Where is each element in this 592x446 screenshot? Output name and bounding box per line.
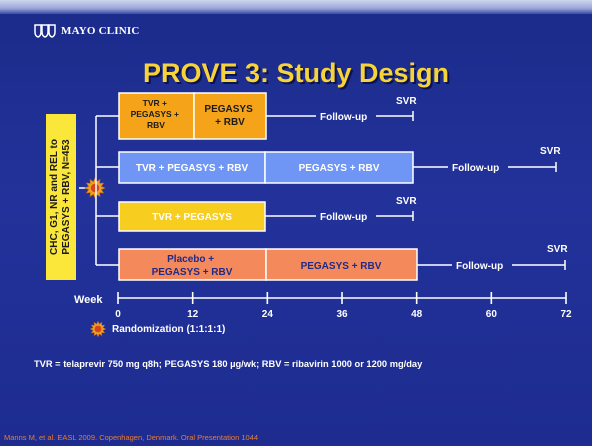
week-tick-label-0: 0: [115, 309, 121, 320]
week-axis-ticks: 0 12 24 36 48 60 72: [115, 292, 572, 320]
slide-title: PROVE 3: Study Design: [142, 58, 450, 88]
arm-2-segment-2: [264, 151, 414, 184]
arm-1-segment-2-line-2: + RBV: [215, 117, 245, 128]
arm-1-segment-1-line-1: TVR +: [143, 98, 167, 108]
header-band: [0, 0, 592, 14]
randomization-burst-icon: [84, 177, 106, 199]
arm-2-followup-label: Follow-up: [452, 163, 499, 174]
arm-4-segment-1-line-1: Placebo +: [167, 254, 214, 265]
randomization-burst-icon: [90, 321, 106, 337]
arm-2: TVR + PEGASYS + RBV PEGASYS + RBV Follow…: [118, 146, 561, 184]
svg-text:PEGASYS + RBV: PEGASYS + RBV: [204, 104, 255, 128]
arm-1-segment-2: [193, 92, 267, 140]
arm-3-segment-1: [118, 201, 266, 232]
week-axis: Week 0 12 24 36 48 60 72: [74, 292, 572, 320]
svg-text:Placebo + PEGASYS + RB: Placebo + PEGASYS + RBV: [152, 254, 233, 278]
population-label: CHC, G1, NR and REL to PEGASYS + RBV, N=…: [46, 114, 76, 280]
arm-1-segment-1-line-2: PEGASYS +: [131, 109, 179, 119]
week-tick-label-36: 36: [336, 309, 348, 320]
mayo-shields-icon: [34, 24, 56, 38]
arm-1: TVR + PEGASYS + RBV PEGASYS + RBV Follow…: [118, 92, 417, 140]
arm-4-segment-2-label: PEGASYS + RBV: [301, 261, 382, 272]
week-tick-label-72: 72: [560, 309, 572, 320]
week-tick-label-24: 24: [262, 309, 274, 320]
arm-2-svr-label: SVR: [540, 146, 561, 157]
citation: Manns M, et al. EASL 2009. Copenhagen, D…: [4, 433, 259, 442]
arm-3: TVR + PEGASYS Follow-up SVR: [118, 196, 417, 232]
arm-1-segment-1-line-3: RBV: [147, 120, 165, 130]
abbreviation-footnote: TVR = telaprevir 750 mg q8h; PEGASYS 180…: [34, 359, 423, 369]
week-tick-label-48: 48: [411, 309, 423, 320]
arm-3-segment-1-label: TVR + PEGASYS: [152, 212, 232, 223]
week-tick-label-60: 60: [486, 309, 498, 320]
arm-1-svr-label: SVR: [396, 96, 417, 107]
arm-4-segment-2: [265, 248, 418, 281]
arm-3-followup-label: Follow-up: [320, 212, 367, 223]
arm-1-segment-2-line-1: PEGASYS: [204, 104, 253, 115]
arm-3-svr-label: SVR: [396, 196, 417, 207]
arm-4-svr-label: SVR: [547, 244, 568, 255]
arm-4-segment-1-line-2: PEGASYS + RBV: [152, 267, 233, 278]
week-axis-label: Week: [74, 294, 103, 306]
arm-4-segment-1: [118, 248, 267, 281]
arm-2-segment-1-label: TVR + PEGASYS + RBV: [136, 163, 249, 174]
logo-text: MAYO CLINIC: [61, 25, 140, 37]
arm-1-followup-label: Follow-up: [320, 112, 367, 123]
week-tick-label-12: 12: [187, 309, 199, 320]
randomization-legend-label: Randomization (1:1:1:1): [112, 323, 226, 335]
logo: MAYO CLINIC: [34, 24, 140, 38]
randomization-legend: Randomization (1:1:1:1): [90, 321, 225, 337]
svg-text:TVR + PEGASYS +: TVR + PEGASYS + RBV: [131, 98, 182, 130]
arm-2-segment-2-label: PEGASYS + RBV: [299, 163, 380, 174]
arm-2-segment-1: [118, 151, 266, 184]
arm-4-followup-label: Follow-up: [456, 261, 503, 272]
arm-4: Placebo + PEGASYS + RBV PEGASYS + RBV Fo…: [118, 244, 568, 281]
